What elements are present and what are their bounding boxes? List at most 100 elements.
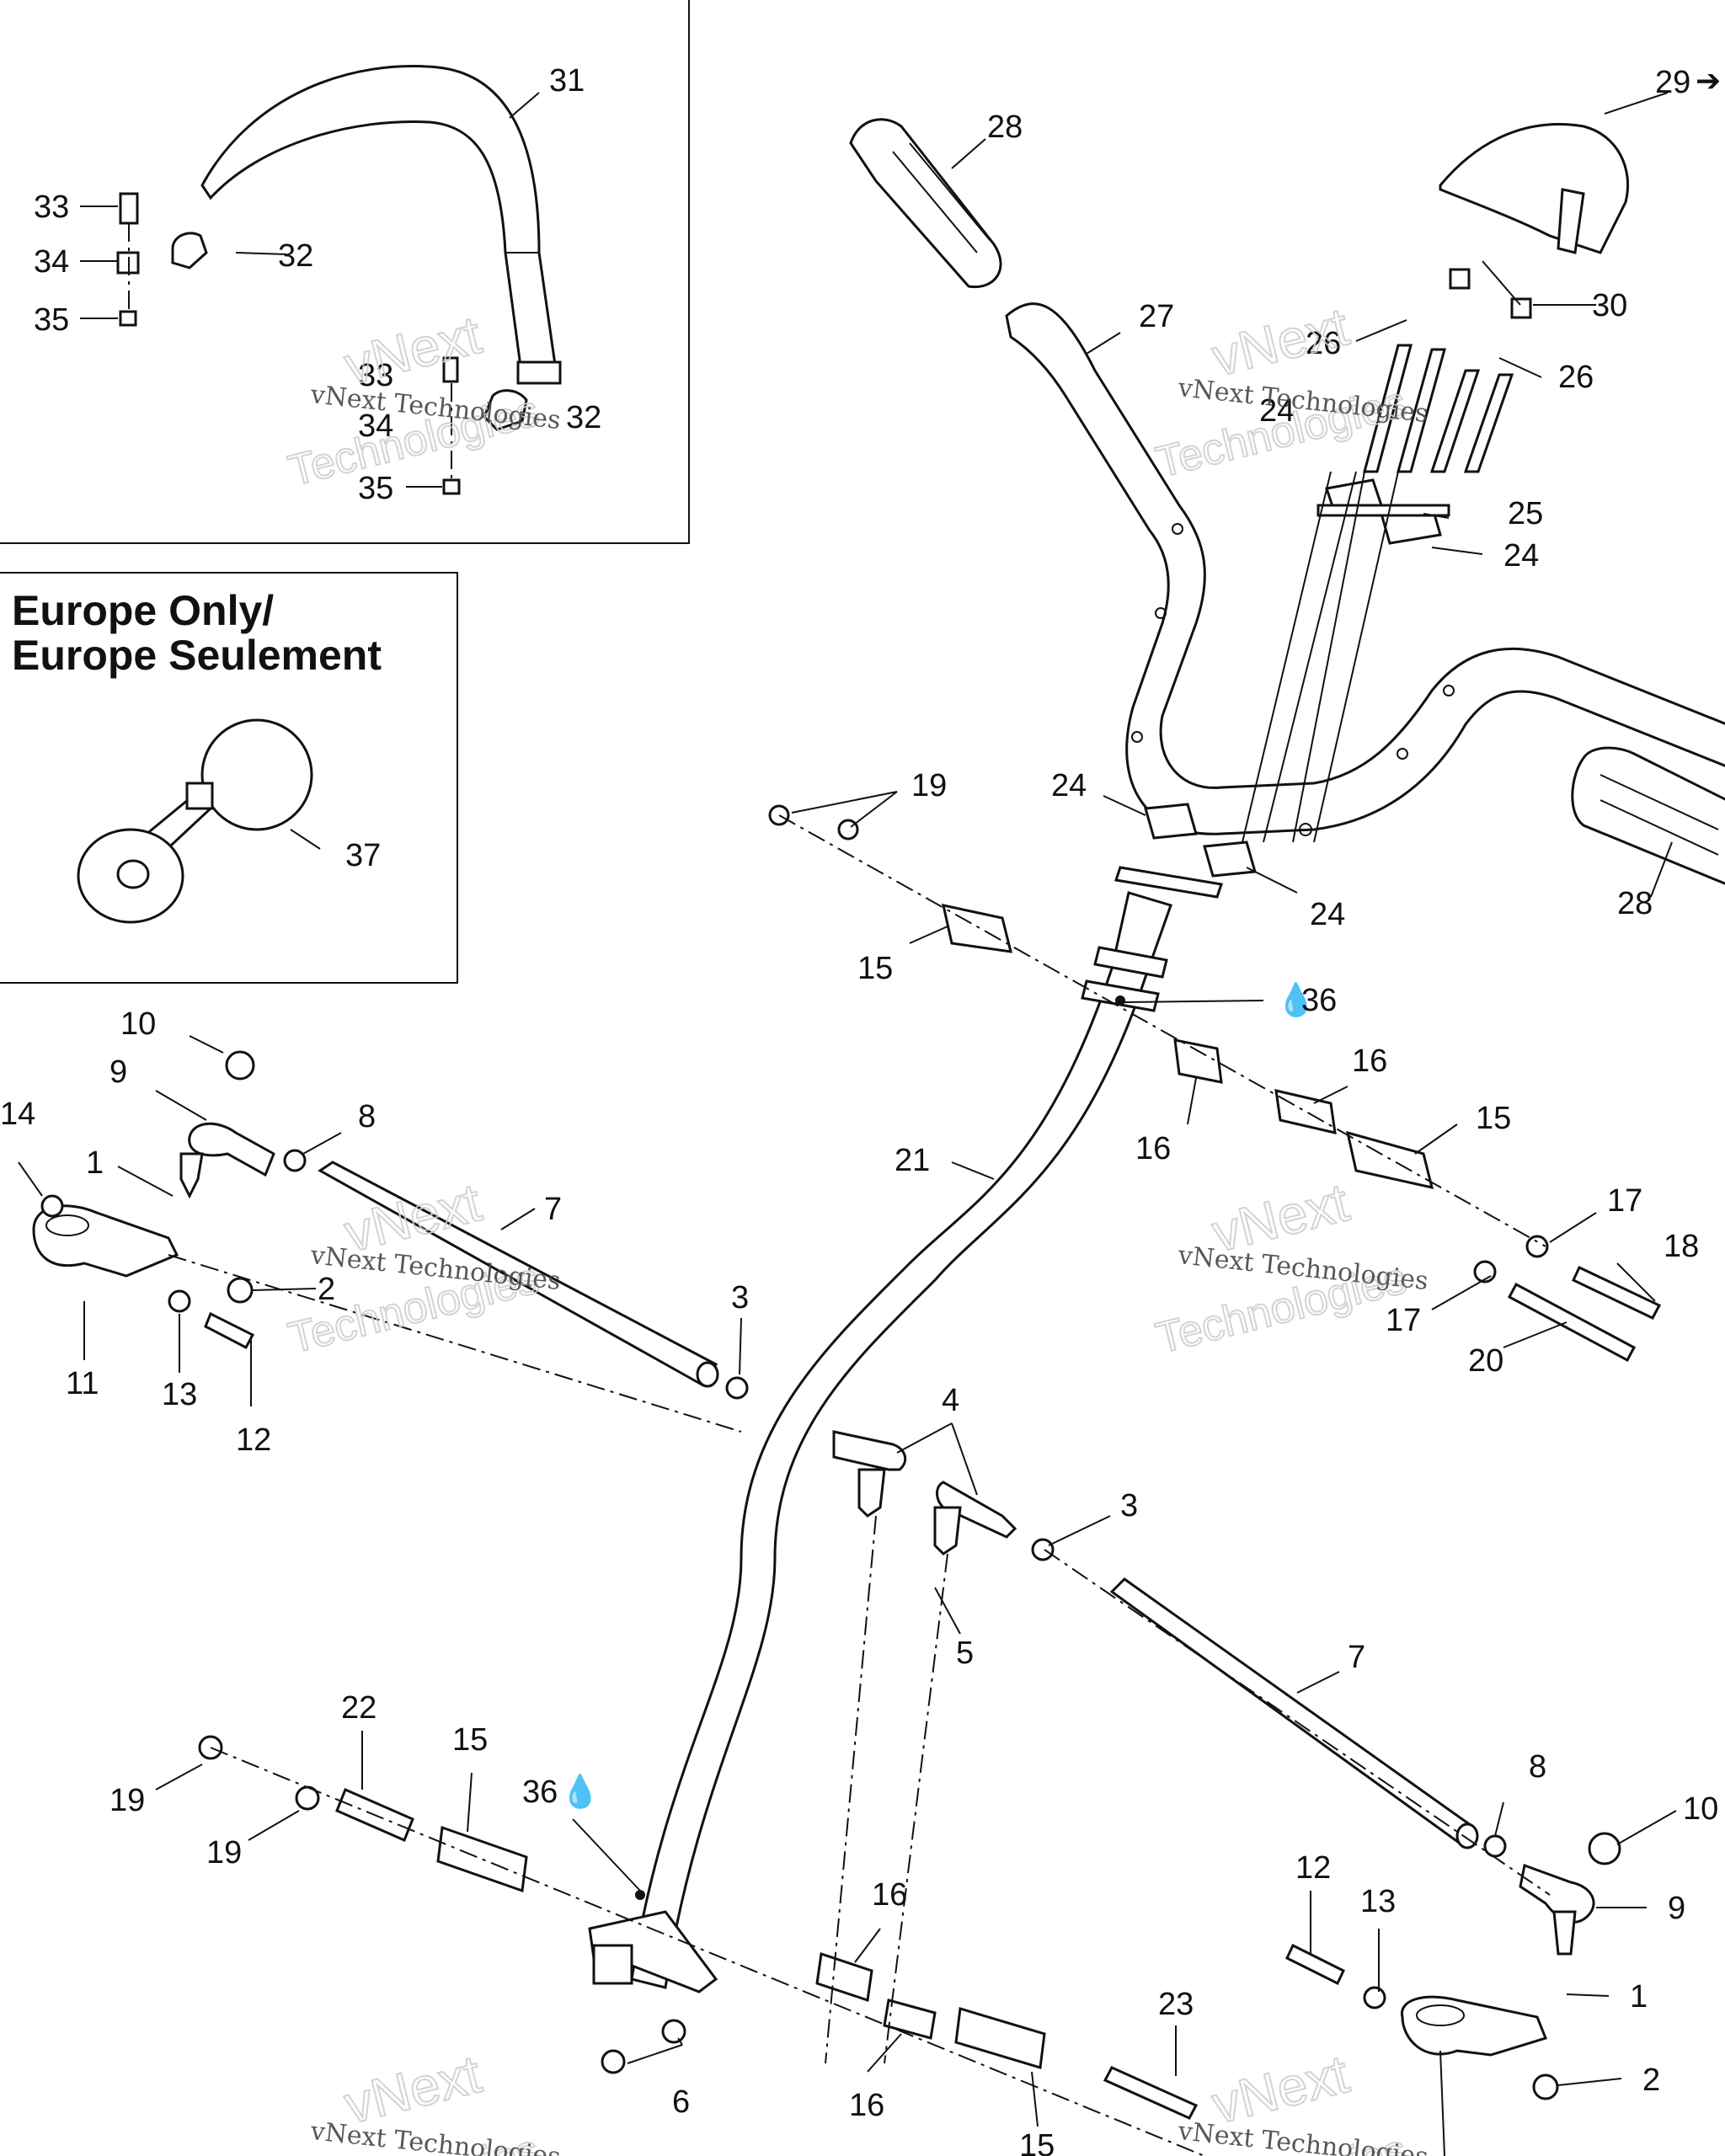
spacer-16d [883, 1999, 937, 2040]
callout-15: 15 [857, 951, 893, 986]
oil-drop-icon: 💧 [560, 1773, 600, 1810]
watermarks: vNext Technologies vNext Technologies vN… [283, 295, 1429, 2156]
callout-12: 12 [1295, 1850, 1331, 1886]
callout-22: 22 [341, 1690, 377, 1726]
callout-18: 18 [1664, 1229, 1699, 1264]
callout-2: 2 [1642, 2063, 1660, 2098]
callout-32: 32 [566, 400, 601, 435]
callout-10: 10 [120, 1006, 156, 1042]
callout-31: 31 [549, 63, 585, 99]
nut-2a [227, 1277, 254, 1304]
screw-30b [1510, 297, 1532, 319]
callout-16: 16 [849, 2088, 884, 2123]
callout-6: 6 [672, 2084, 690, 2120]
bushing-15d [954, 2007, 1046, 2069]
bolt-20 [1507, 1282, 1637, 1363]
callout-16: 16 [1135, 1131, 1171, 1166]
callout-8: 8 [1529, 1749, 1546, 1785]
tie-rod-upper [318, 1161, 719, 1388]
callout-36: 36 [1301, 983, 1337, 1018]
handlebar-cover [1439, 123, 1630, 254]
callout-35: 35 [358, 471, 393, 506]
inset-handlebar-protector [0, 0, 690, 544]
nut-2b [1532, 2073, 1559, 2100]
callout-35: 35 [34, 302, 69, 338]
callout-28: 28 [1617, 886, 1653, 921]
callout-36: 36 [522, 1774, 558, 1810]
callout-24: 24 [1503, 538, 1539, 574]
callout-7: 7 [544, 1192, 562, 1227]
callout-1: 1 [86, 1145, 104, 1181]
tie-rod-lower [1109, 1577, 1479, 1849]
screw-30a [1449, 268, 1471, 290]
callout-8: 8 [358, 1099, 376, 1134]
spacer-16b [1274, 1089, 1337, 1134]
callout-9: 9 [109, 1054, 127, 1090]
bushing-15a [942, 904, 1012, 953]
washer-17a [1525, 1235, 1549, 1258]
callout-15: 15 [1476, 1101, 1511, 1136]
callout-20: 20 [1468, 1343, 1503, 1379]
callout-25: 25 [1508, 496, 1543, 531]
callout-16: 16 [1352, 1043, 1387, 1079]
spacer-16a [1173, 1038, 1223, 1084]
callout-3: 3 [1120, 1488, 1138, 1524]
bushing-15b [1345, 1130, 1434, 1189]
callout-34: 34 [34, 244, 69, 280]
callout-28: 28 [987, 109, 1023, 145]
oil-drop-icon: 💧 [1276, 981, 1316, 1018]
callout-24: 24 [1259, 393, 1295, 429]
leader-lines [18, 92, 1677, 2156]
callout-23: 23 [1158, 1987, 1194, 2022]
steering-column [588, 891, 1172, 1993]
bushing-15c [436, 1825, 528, 1893]
callout-19: 19 [911, 768, 947, 803]
grip-left [849, 118, 1002, 289]
nut-14 [40, 1194, 64, 1218]
knuckle-right [1401, 1995, 1547, 2057]
inset-title-line2: Europe Seulement [12, 632, 382, 679]
handlebar [1005, 302, 1725, 836]
callout-7: 7 [1348, 1640, 1365, 1675]
inset-europe-horn: Europe Only/ Europe Seulement [0, 572, 458, 984]
tie-rod-end-9a [188, 1122, 275, 1177]
tie-rod-end-9b [1519, 1863, 1595, 1924]
bolt-12b [1285, 1943, 1345, 1986]
callout-13: 13 [1360, 1884, 1396, 1919]
callout-11: 11 [66, 1366, 99, 1401]
callout-13: 13 [162, 1377, 197, 1412]
callout-3: 3 [731, 1280, 749, 1315]
washer-13b [1363, 1986, 1386, 2009]
callout-12: 12 [236, 1422, 271, 1458]
clip-10a [225, 1050, 255, 1081]
spacer-16c [815, 1952, 873, 2002]
callout-30: 30 [1592, 288, 1627, 323]
callout-33: 33 [34, 189, 69, 225]
callout-19: 19 [109, 1783, 145, 1818]
callout-2: 2 [318, 1272, 335, 1307]
callout-16: 16 [872, 1877, 907, 1913]
arrow-icon: ➔ [1696, 64, 1721, 99]
bolts-26 [1363, 344, 1514, 473]
clip-10b [1588, 1832, 1621, 1865]
inset-title-line1: Europe Only/ [12, 587, 274, 634]
callout-37: 37 [345, 838, 381, 873]
callout-21: 21 [895, 1143, 930, 1178]
callout-33: 33 [358, 358, 393, 393]
callout-15: 15 [452, 1722, 488, 1758]
callout-9: 9 [1668, 1891, 1685, 1926]
lower-clamps [1114, 803, 1257, 899]
callout-10: 10 [1683, 1791, 1718, 1827]
callout-15: 15 [1019, 2128, 1055, 2156]
nut-6b [661, 2019, 686, 2044]
callout-4: 4 [942, 1383, 959, 1418]
washer-13a [168, 1289, 191, 1313]
callout-19: 19 [206, 1835, 242, 1870]
callout-17: 17 [1607, 1183, 1642, 1219]
bolt-12a [204, 1311, 255, 1350]
nut-6a [601, 2049, 626, 2074]
svg-text:vNext: vNext [339, 304, 487, 396]
callout-26: 26 [1306, 326, 1341, 361]
callout-14: 14 [0, 1097, 35, 1132]
